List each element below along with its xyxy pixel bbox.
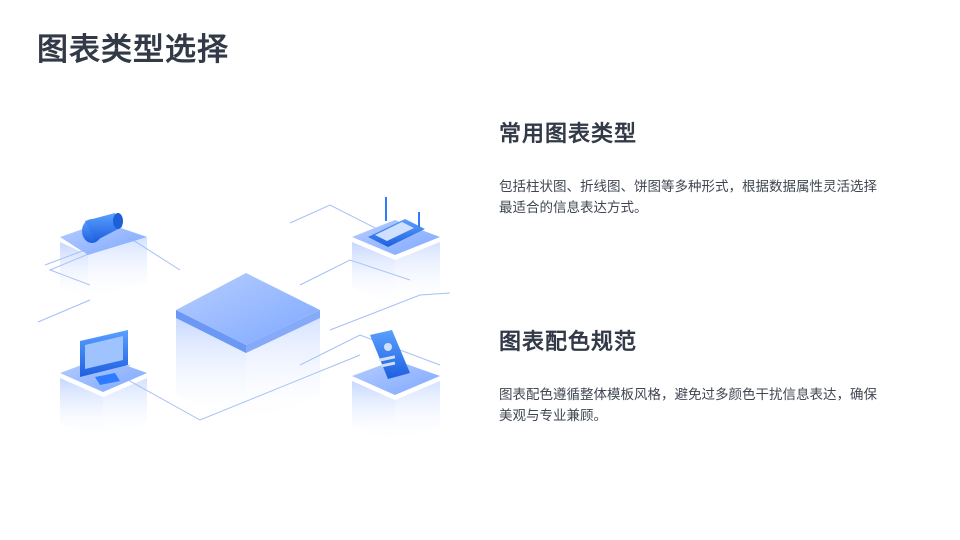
network-illustration [37,197,451,443]
section-title-chart-types: 常用图表类型 [499,122,638,147]
section-title-color-spec: 图表配色规范 [499,330,638,355]
center-cube [176,273,320,425]
page-title: 图表类型选择 [37,32,229,68]
pedestal-top-left [60,222,147,300]
pedestal-bottom-right [352,360,440,443]
camera-icon [82,213,123,243]
section-body-chart-types: 包括柱状图、折线图、饼图等多种形式，根据数据属性灵活选择最适合的信息表达方式。 [499,179,877,216]
router-icon [368,197,425,247]
monitor-icon [80,330,128,385]
section-body-color-spec: 图表配色遵循整体模板风格，避免过多颜色干扰信息表达，确保美观与专业兼顾。 [499,387,877,424]
id-card-icon [370,330,410,379]
